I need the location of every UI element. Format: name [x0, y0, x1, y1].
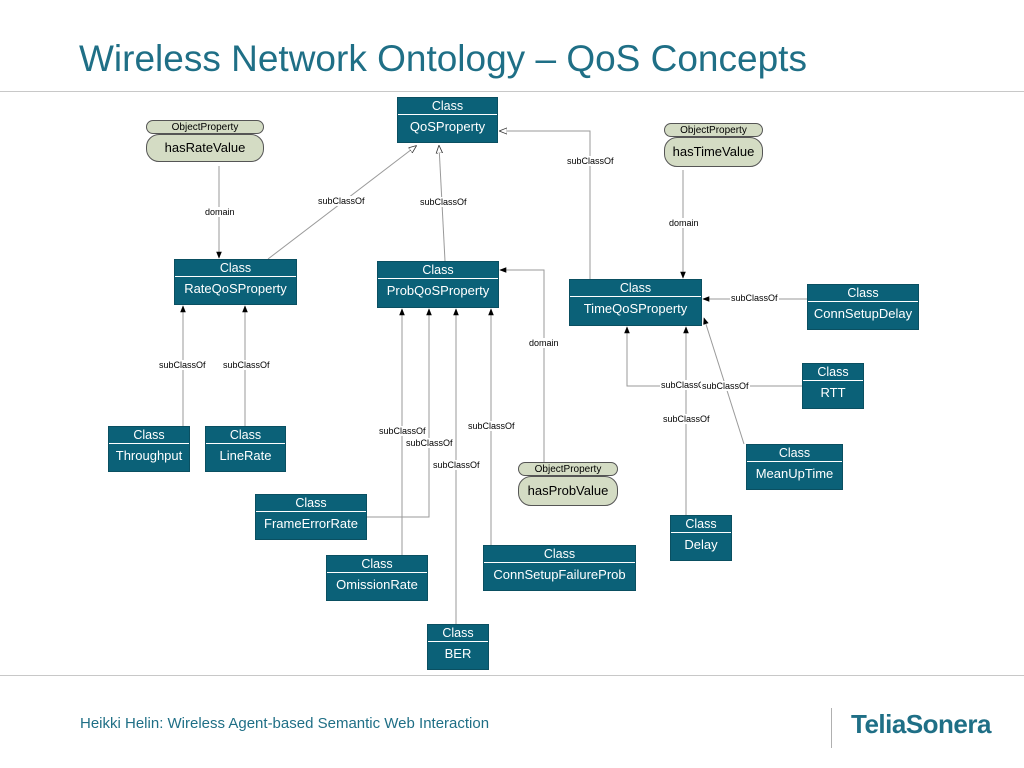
class-kind-label: Class: [570, 280, 701, 297]
class-kind-label: Class: [808, 285, 918, 302]
property-name-label: hasTimeValue: [664, 137, 763, 167]
class-timeqosproperty[interactable]: Class TimeQoSProperty: [569, 279, 702, 326]
class-throughput[interactable]: Class Throughput: [108, 426, 190, 472]
property-name-label: hasRateValue: [146, 134, 264, 162]
class-name-label: RTT: [820, 385, 846, 400]
class-name-label: QoSProperty: [409, 119, 486, 134]
property-hasprobvalue[interactable]: ObjectProperty hasProbValue: [518, 462, 618, 510]
class-name-label: TimeQoSProperty: [583, 301, 688, 316]
class-ber[interactable]: Class BER: [427, 624, 489, 670]
edge-label-domain: domain: [668, 218, 700, 228]
class-kind-label: Class: [484, 546, 635, 563]
class-name-label: MeanUpTime: [755, 466, 834, 481]
class-kind-label: Class: [747, 445, 842, 462]
edge-time-qos: [500, 131, 591, 279]
class-kind-label: Class: [109, 427, 189, 444]
footer-text: Heikki Helin: Wireless Agent-based Seman…: [80, 715, 490, 732]
property-kind-label: ObjectProperty: [146, 120, 264, 134]
class-connsetupfailureprob[interactable]: Class ConnSetupFailureProb: [483, 545, 636, 591]
class-kind-label: Class: [671, 516, 731, 533]
property-name-label: hasProbValue: [518, 476, 618, 506]
class-kind-label: Class: [206, 427, 285, 444]
class-name-label: Throughput: [115, 448, 183, 463]
footer-divider: [0, 675, 1024, 676]
edge-label-subclassof-truncated: subClassO: [660, 380, 707, 390]
class-name-label: FrameErrorRate: [264, 516, 358, 531]
edge-label-subclassof: subClassOf: [467, 421, 516, 431]
class-name-label: ConnSetupFailureProb: [493, 567, 626, 582]
edge-label-subclassof: subClassOf: [222, 360, 271, 370]
property-hasratevalue[interactable]: ObjectProperty hasRateValue: [146, 120, 264, 168]
class-probqosproperty[interactable]: Class ProbQoSProperty: [377, 261, 499, 308]
class-name-label: OmissionRate: [336, 577, 418, 592]
class-meanuptime[interactable]: Class MeanUpTime: [746, 444, 843, 490]
class-kind-label: Class: [175, 260, 296, 277]
class-name-label: LineRate: [219, 448, 272, 463]
teliasonera-logo: TeliaSonera: [851, 709, 991, 739]
edge-label-subclassof: subClassOf: [419, 197, 468, 207]
edge-hasprobvalue-domain: [499, 267, 545, 462]
edge-label-domain: domain: [528, 338, 560, 348]
class-rtt[interactable]: Class RTT: [802, 363, 864, 409]
edge-label-subclassof: subClassOf: [662, 414, 711, 424]
edge-label-subclassof: subClassOf: [405, 438, 454, 448]
class-name-label: ConnSetupDelay: [813, 306, 913, 321]
property-hastimevalue[interactable]: ObjectProperty hasTimeValue: [664, 123, 763, 171]
property-kind-label: ObjectProperty: [518, 462, 618, 476]
class-kind-label: Class: [428, 625, 488, 642]
class-omissionrate[interactable]: Class OmissionRate: [326, 555, 428, 601]
class-name-label: BER: [444, 646, 472, 661]
class-name-label: ProbQoSProperty: [386, 283, 490, 298]
edge-label-domain: domain: [204, 207, 236, 217]
edge-label-subclassof: subClassOf: [432, 460, 481, 470]
edge-rtt-time: [624, 326, 802, 387]
edge-label-subclassof: subClassOf: [378, 426, 427, 436]
class-name-label: RateQoSProperty: [184, 281, 287, 296]
class-name-label: Delay: [684, 537, 718, 552]
class-kind-label: Class: [803, 364, 863, 381]
edge-label-subclassof: subClassOf: [730, 293, 779, 303]
page-title: Wireless Network Ontology – QoS Concepts: [79, 38, 807, 79]
class-frameerrorrate[interactable]: Class FrameErrorRate: [255, 494, 367, 540]
property-kind-label: ObjectProperty: [664, 123, 763, 137]
class-kind-label: Class: [398, 98, 497, 115]
class-linerate[interactable]: Class LineRate: [205, 426, 286, 472]
class-connsetupdelay[interactable]: Class ConnSetupDelay: [807, 284, 919, 330]
class-rateqosproperty[interactable]: Class RateQoSProperty: [174, 259, 297, 305]
edge-frameerrorrate-prob: [367, 308, 432, 518]
class-kind-label: Class: [327, 556, 427, 573]
header-divider: [0, 91, 1024, 92]
footer-separator: [831, 708, 832, 748]
class-kind-label: Class: [256, 495, 366, 512]
edge-label-subclassof: subClassOf: [701, 381, 750, 391]
edge-label-subclassof: subClassOf: [317, 196, 366, 206]
class-kind-label: Class: [378, 262, 498, 279]
edge-label-subclassof: subClassOf: [158, 360, 207, 370]
edge-label-subclassof: subClassOf: [566, 156, 615, 166]
class-qosproperty[interactable]: Class QoSProperty: [397, 97, 498, 143]
class-delay[interactable]: Class Delay: [670, 515, 732, 561]
